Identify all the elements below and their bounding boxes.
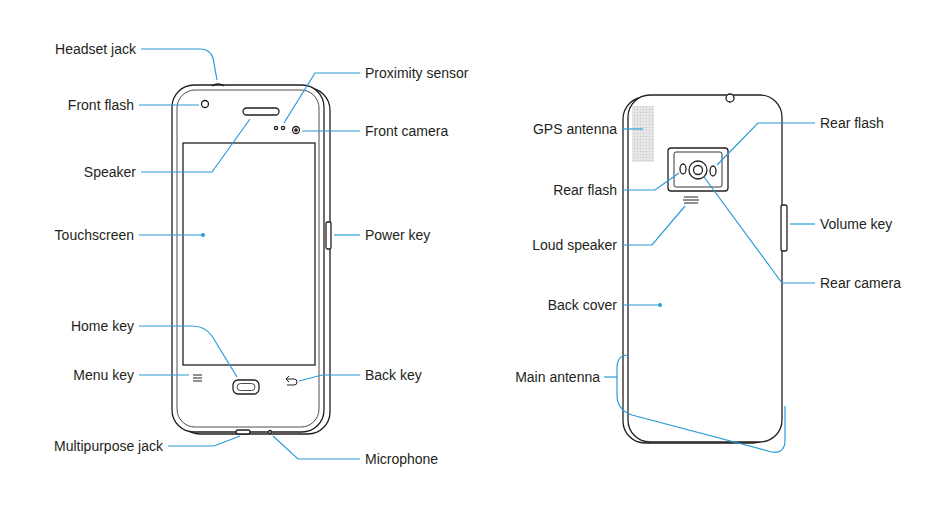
- home-key-inner: [237, 384, 255, 391]
- leader-line: [139, 326, 237, 377]
- front-flash: [202, 101, 209, 108]
- part-label: Microphone: [365, 451, 438, 467]
- antenna-bracket: [617, 355, 785, 452]
- part-label: Touchscreen: [55, 227, 134, 243]
- headset-jack: [212, 84, 224, 86]
- back-key: [286, 376, 297, 385]
- part-label: Rear flash: [553, 182, 617, 198]
- leader-line: [141, 119, 250, 172]
- leader-line: [622, 304, 659, 305]
- phone-bezel: [177, 90, 319, 427]
- leader-dot: [201, 233, 205, 237]
- leader-line: [284, 73, 360, 123]
- rear-flash: [680, 164, 686, 174]
- leader-line: [790, 223, 815, 224]
- part-label: Main antenna: [515, 369, 600, 385]
- leader-line: [622, 173, 679, 190]
- part-label: Rear flash: [820, 115, 884, 131]
- part-label: Menu key: [73, 367, 134, 383]
- part-label: Back key: [365, 367, 422, 383]
- part-label: Rear camera: [820, 275, 901, 291]
- part-label: GPS antenna: [533, 121, 617, 137]
- menu-key: [193, 375, 202, 381]
- volume-key: [781, 205, 787, 251]
- leader-line: [273, 436, 360, 459]
- leader-dots: [201, 233, 662, 307]
- proximity-sensor: [281, 126, 284, 129]
- part-label: Front camera: [365, 123, 448, 139]
- leader-dot: [658, 303, 662, 307]
- home-key: [233, 380, 259, 394]
- power-key: [326, 222, 331, 249]
- part-label: Front flash: [68, 97, 134, 113]
- loud-speaker-grille: [683, 197, 699, 203]
- part-label: Headset jack: [55, 41, 136, 57]
- speaker-grille: [243, 108, 279, 115]
- gps-antenna-area: [632, 106, 654, 162]
- back-cover: [628, 95, 782, 442]
- proximity-sensor: [274, 126, 277, 129]
- part-label: Speaker: [84, 164, 136, 180]
- leader-line: [139, 374, 189, 375]
- part-label: Power key: [365, 227, 430, 243]
- part-label: Volume key: [820, 216, 892, 232]
- front-phone: [172, 84, 331, 434]
- leader-line: [704, 177, 815, 283]
- leader-line: [717, 123, 815, 165]
- part-label: Proximity sensor: [365, 65, 468, 81]
- rear-camera: [689, 161, 707, 179]
- rear-camera-lens: [694, 166, 703, 175]
- leader-line: [604, 376, 617, 377]
- part-label: Back cover: [548, 297, 617, 313]
- part-label: Loud speaker: [532, 237, 617, 253]
- touchscreen: [183, 143, 315, 365]
- front-camera: [293, 127, 300, 134]
- leader-line: [622, 128, 643, 129]
- rear-flash: [710, 166, 716, 176]
- leader-line: [168, 436, 240, 446]
- leader-line: [139, 234, 202, 235]
- leader-lines: [139, 49, 815, 459]
- multipurpose-jack: [236, 430, 250, 434]
- leader-line: [141, 49, 217, 80]
- rear-phone: [623, 94, 787, 443]
- leader-line: [302, 130, 360, 131]
- camera-module-inner: [674, 152, 722, 187]
- leader-line: [622, 206, 685, 245]
- part-label: Multipurpose jack: [54, 438, 163, 454]
- front-camera-lens: [295, 129, 297, 131]
- leader-line: [139, 104, 199, 105]
- part-label: Home key: [71, 318, 134, 334]
- leader-line: [334, 234, 360, 235]
- headset-jack: [726, 94, 734, 102]
- camera-module: [668, 148, 728, 191]
- leader-line: [299, 375, 360, 381]
- microphone-hole: [269, 431, 272, 434]
